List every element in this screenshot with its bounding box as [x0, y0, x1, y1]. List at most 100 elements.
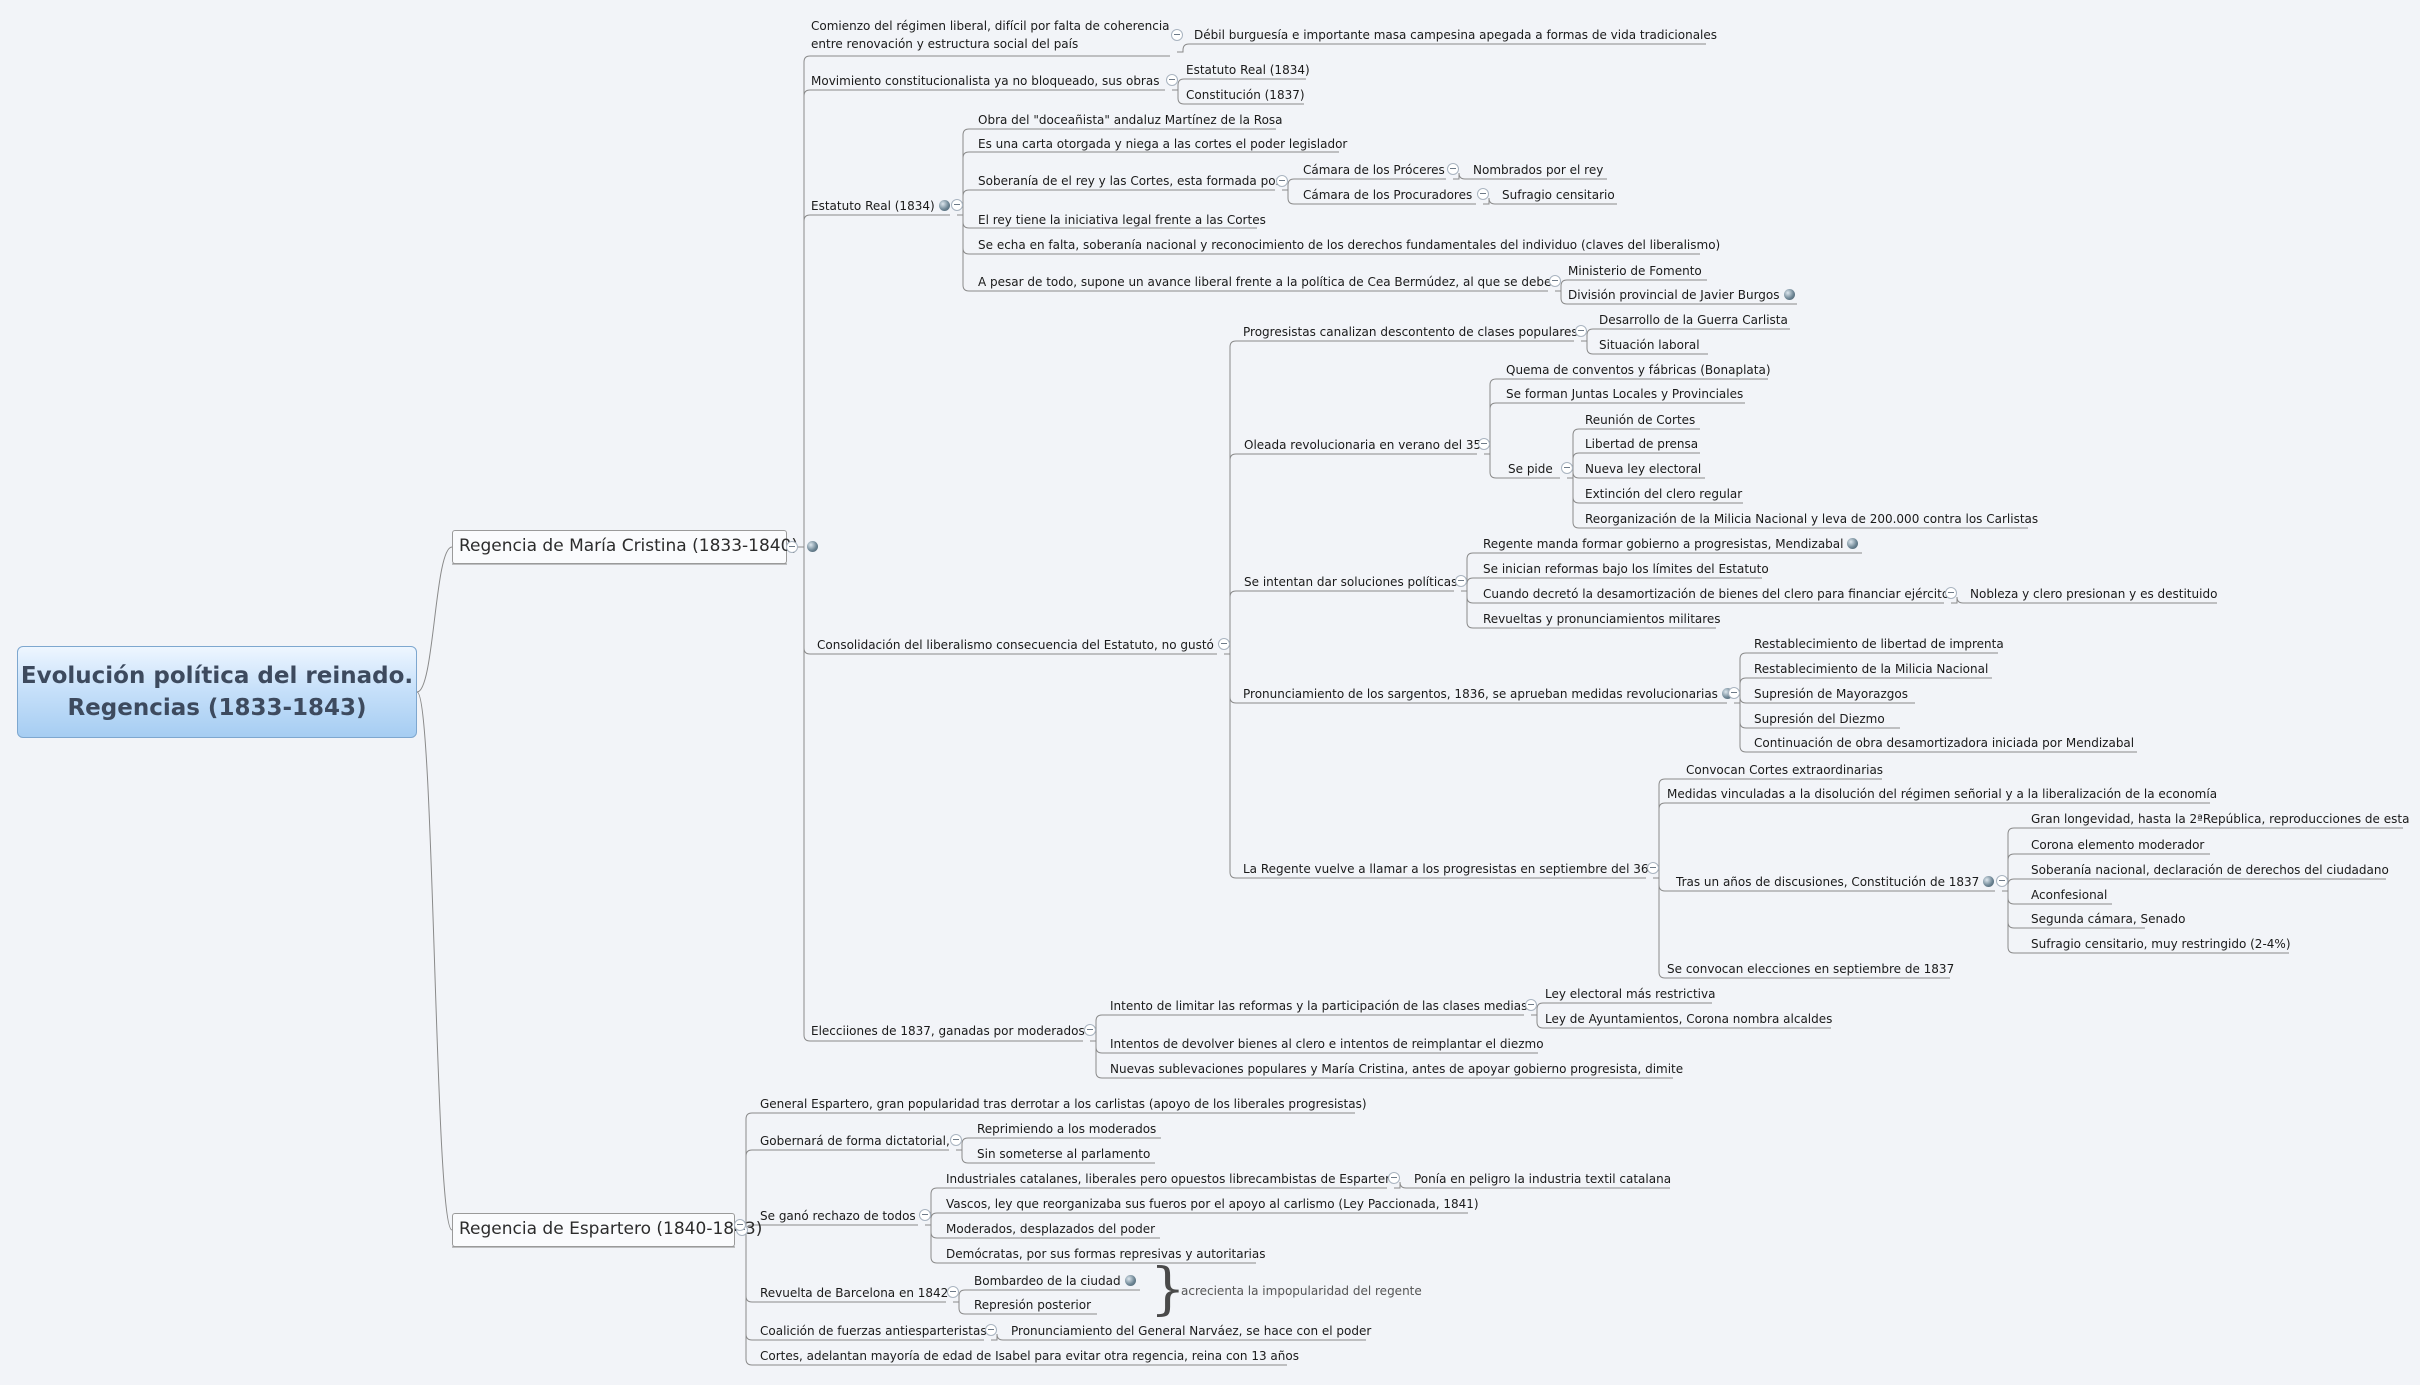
topic-t4-d4[interactable]: Supresión del Diezmo	[1754, 711, 1885, 727]
collapse-icon[interactable]	[947, 1286, 959, 1298]
topic-t5-2[interactable]: Intentos de devolver bienes al clero e i…	[1110, 1036, 1544, 1052]
collapse-icon[interactable]	[734, 1219, 746, 1231]
topic-t5-1[interactable]: Intento de limitar las reformas y la par…	[1110, 998, 1527, 1014]
topic-t3-c3-a[interactable]: Cámara de los Próceres	[1303, 162, 1445, 178]
collapse-icon[interactable]	[985, 1324, 997, 1336]
topic-t3-c1[interactable]: Obra del "doceañista" andaluz Martínez d…	[978, 112, 1283, 128]
topic-t3-c2[interactable]: Es una carta otorgada y niega a las cort…	[978, 136, 1347, 152]
topic-t3-c3-b1[interactable]: Sufragio censitario	[1502, 187, 1615, 203]
collapse-icon[interactable]	[1549, 275, 1561, 287]
topic-t4-b1[interactable]: Quema de conventos y fábricas (Bonaplata…	[1506, 362, 1771, 378]
topic-t3-c5[interactable]: Se echa en falta, soberanía nacional y r…	[978, 237, 1720, 253]
topic-e3-4[interactable]: Demócratas, por sus formas represivas y …	[946, 1246, 1265, 1262]
topic-t4-e3-1[interactable]: Gran longevidad, hasta la 2ªRepública, r…	[2031, 811, 2409, 827]
topic-t4-b3[interactable]: Se pide	[1508, 461, 1553, 477]
topic-t4-e1[interactable]: Convocan Cortes extraordinarias	[1686, 762, 1883, 778]
topic-t5-3[interactable]: Nuevas sublevaciones populares y María C…	[1110, 1061, 1683, 1077]
topic-t5-1b[interactable]: Ley de Ayuntamientos, Corona nombra alca…	[1545, 1011, 1832, 1027]
collapse-icon[interactable]	[1647, 862, 1659, 874]
collapse-icon[interactable]	[1945, 587, 1957, 599]
topic-t5-1a[interactable]: Ley electoral más restrictiva	[1545, 986, 1715, 1002]
topic-e2[interactable]: Gobernará de forma dictatorial,	[760, 1133, 950, 1149]
topic-t4-b3-5[interactable]: Reorganización de la Milicia Nacional y …	[1585, 511, 2038, 527]
topic-t4-b[interactable]: Oleada revolucionaria en verano del 35	[1244, 437, 1481, 453]
collapse-icon[interactable]	[1084, 1024, 1096, 1036]
topic-t3-c6-a[interactable]: Ministerio de Fomento	[1568, 263, 1702, 279]
topic-t4-d3[interactable]: Supresión de Mayorazgos	[1754, 686, 1908, 702]
topic-t5[interactable]: Elecciiones de 1837, ganadas por moderad…	[811, 1023, 1085, 1039]
topic-t3-c4[interactable]: El rey tiene la iniciativa legal frente …	[978, 212, 1266, 228]
collapse-icon[interactable]	[1276, 175, 1288, 187]
topic-t4-a1[interactable]: Desarrollo de la Guerra Carlista	[1599, 312, 1788, 328]
topic-e2-2[interactable]: Sin someterse al parlamento	[977, 1146, 1150, 1162]
topic-t2[interactable]: Movimiento constitucionalista ya no bloq…	[811, 73, 1159, 89]
topic-t4-d1[interactable]: Restablecimiento de libertad de imprenta	[1754, 636, 2004, 652]
topic-e3-1[interactable]: Industriales catalanes, liberales pero o…	[946, 1171, 1397, 1187]
collapse-icon[interactable]	[1575, 325, 1587, 337]
collapse-icon[interactable]	[1171, 29, 1183, 41]
topic-e3-1a[interactable]: Ponía en peligro la industria textil cat…	[1414, 1171, 1671, 1187]
topic-e5[interactable]: Coalición de fuerzas antiesparteristas	[760, 1323, 987, 1339]
main-topic-maria-cristina[interactable]: Regencia de María Cristina (1833-1840)	[452, 530, 819, 564]
topic-t1-c1[interactable]: Débil burguesía e importante masa campes…	[1194, 27, 1717, 43]
topic-t4-c2[interactable]: Se inician reformas bajo los límites del…	[1483, 561, 1769, 577]
topic-t4-c[interactable]: Se intentan dar soluciones políticas	[1244, 574, 1457, 590]
topic-t2-c2[interactable]: Constitución (1837)	[1186, 87, 1305, 103]
collapse-icon[interactable]	[919, 1209, 931, 1221]
topic-e5-1[interactable]: Pronunciamiento del General Narváez, se …	[1011, 1323, 1371, 1339]
topic-t2-c1[interactable]: Estatuto Real (1834)	[1186, 62, 1310, 78]
collapse-icon[interactable]	[1388, 1172, 1400, 1184]
note-icon[interactable]	[1847, 538, 1859, 549]
topic-t4-b3-4[interactable]: Extinción del clero regular	[1585, 486, 1742, 502]
topic-t4-b3-3[interactable]: Nueva ley electoral	[1585, 461, 1701, 477]
topic-t4-a2[interactable]: Situación laboral	[1599, 337, 1700, 353]
collapse-icon[interactable]	[1996, 875, 2008, 887]
collapse-icon[interactable]	[950, 1134, 962, 1146]
topic-e1[interactable]: General Espartero, gran popularidad tras…	[760, 1096, 1367, 1112]
topic-t4-e3-5[interactable]: Segunda cámara, Senado	[2031, 911, 2185, 927]
topic-t4-e3-2[interactable]: Corona elemento moderador	[2031, 837, 2204, 853]
collapse-icon[interactable]	[1455, 575, 1467, 587]
collapse-icon[interactable]	[1477, 188, 1489, 200]
topic-t4-d2[interactable]: Restablecimiento de la Milicia Nacional	[1754, 661, 1988, 677]
topic-t4-b3-2[interactable]: Libertad de prensa	[1585, 436, 1698, 452]
note-icon[interactable]	[1124, 1275, 1136, 1286]
topic-t4-d[interactable]: Pronunciamiento de los sargentos, 1836, …	[1243, 686, 1733, 702]
topic-t4-c3-1[interactable]: Nobleza y clero presionan y es destituid…	[1970, 586, 2217, 602]
central-topic[interactable]: Evolución política del reinado. Regencia…	[17, 646, 417, 738]
topic-t4-c4[interactable]: Revueltas y pronunciamientos militares	[1483, 611, 1721, 627]
topic-t4-e4[interactable]: Se convocan elecciones en septiembre de …	[1667, 961, 1954, 977]
topic-t3-c6-b[interactable]: División provincial de Javier Burgos	[1568, 287, 1795, 303]
topic-e4-1[interactable]: Bombardeo de la ciudad	[974, 1273, 1136, 1289]
topic-t3-c3[interactable]: Soberanía de el rey y las Cortes, esta f…	[978, 173, 1280, 189]
topic-e3-2[interactable]: Vascos, ley que reorganizaba sus fueros …	[946, 1196, 1479, 1212]
topic-e3[interactable]: Se ganó rechazo de todos	[760, 1208, 916, 1224]
topic-t4-e2[interactable]: Medidas vinculadas a la disolución del r…	[1667, 786, 2217, 802]
collapse-icon[interactable]	[1728, 687, 1740, 699]
collapse-icon[interactable]	[1447, 163, 1459, 175]
topic-t1b[interactable]: entre renovación y estructura social del…	[811, 36, 1078, 52]
topic-t3-c3-b[interactable]: Cámara de los Procuradores	[1303, 187, 1472, 203]
topic-t4-b3-1[interactable]: Reunión de Cortes	[1585, 412, 1695, 428]
note-icon[interactable]	[1721, 688, 1733, 699]
topic-e4-2[interactable]: Represión posterior	[974, 1297, 1091, 1313]
collapse-icon[interactable]	[1561, 462, 1573, 474]
topic-e4[interactable]: Revuelta de Barcelona en 1842	[760, 1285, 948, 1301]
collapse-icon[interactable]	[1525, 999, 1537, 1011]
topic-t3-c3-a1[interactable]: Nombrados por el rey	[1473, 162, 1603, 178]
topic-t4-e3-3[interactable]: Soberanía nacional, declaración de derec…	[2031, 862, 2389, 878]
topic-e6[interactable]: Cortes, adelantan mayoría de edad de Isa…	[760, 1348, 1299, 1364]
topic-e3-3[interactable]: Moderados, desplazados del poder	[946, 1221, 1155, 1237]
topic-t4-e[interactable]: La Regente vuelve a llamar a los progres…	[1243, 861, 1649, 877]
topic-t4-e3-4[interactable]: Aconfesional	[2031, 887, 2107, 903]
note-icon[interactable]	[1783, 289, 1795, 300]
main-topic-espartero[interactable]: Regencia de Espartero (1840-1843)	[452, 1213, 762, 1247]
topic-t4-c1[interactable]: Regente manda formar gobierno a progresi…	[1483, 536, 1859, 552]
topic-t4-b2[interactable]: Se forman Juntas Locales y Provinciales	[1506, 386, 1743, 402]
topic-t3[interactable]: Estatuto Real (1834)	[811, 198, 950, 214]
topic-t4-c3[interactable]: Cuando decretó la desamortización de bie…	[1483, 586, 1949, 602]
topic-t1[interactable]: Comienzo del régimen liberal, difícil po…	[811, 18, 1170, 34]
collapse-icon[interactable]	[1218, 638, 1230, 650]
topic-e2-1[interactable]: Reprimiendo a los moderados	[977, 1121, 1156, 1137]
topic-t4-e3[interactable]: Tras un años de discusiones, Constitució…	[1676, 874, 1995, 890]
